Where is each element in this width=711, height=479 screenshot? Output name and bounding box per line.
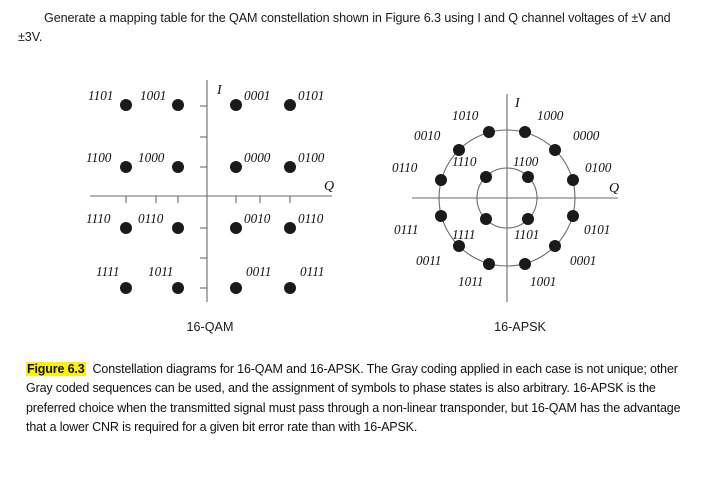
qam-point-label: 0010 <box>244 211 271 226</box>
apsk-point-label: 0011 <box>416 253 441 268</box>
apsk-point-label: 1100 <box>513 154 539 169</box>
apsk-point <box>549 144 561 156</box>
apsk-point <box>480 171 492 183</box>
apsk-point <box>483 258 495 270</box>
qam-point-label: 0110 <box>298 211 324 226</box>
qam-constellation-diagram: I Q 1101 1001 0001 0101 1100 1000 0000 0… <box>60 62 360 354</box>
apsk-point-label: 0101 <box>584 222 610 237</box>
qam-point-label: 0101 <box>298 88 324 103</box>
qam-point <box>172 282 184 294</box>
qam-q-axis-label: Q <box>324 179 334 194</box>
apsk-point <box>519 126 531 138</box>
qam-title: 16-QAM <box>186 320 234 334</box>
question-text: Generate a mapping table for the QAM con… <box>18 9 693 47</box>
qam-point-label: 1011 <box>148 264 173 279</box>
qam-point-label: 0100 <box>298 150 325 165</box>
qam-point-label: 1110 <box>86 211 111 226</box>
apsk-point <box>453 144 465 156</box>
apsk-title: 16-APSK <box>494 320 546 334</box>
qam-point-label: 0000 <box>244 150 271 165</box>
apsk-point <box>453 240 465 252</box>
apsk-point-label: 0100 <box>585 160 612 175</box>
qam-point-label: 1101 <box>88 88 113 103</box>
apsk-point-label: 0110 <box>392 160 418 175</box>
qam-point <box>120 99 132 111</box>
qam-point <box>230 161 242 173</box>
apsk-point <box>483 126 495 138</box>
apsk-plot: I Q 1100 1110 1111 1101 1000 0000 0100 0… <box>392 94 619 302</box>
qam-point <box>120 282 132 294</box>
qam-point <box>230 282 242 294</box>
apsk-point-label: 0001 <box>570 253 596 268</box>
qam-point-label: 0110 <box>138 211 164 226</box>
qam-point-label: 1100 <box>86 150 112 165</box>
qam-point <box>172 99 184 111</box>
qam-point-label: 0111 <box>300 264 324 279</box>
apsk-point-label: 1000 <box>537 108 564 123</box>
qam-point <box>284 222 296 234</box>
qam-point <box>284 99 296 111</box>
apsk-i-axis-label: I <box>514 96 521 111</box>
question-body: Generate a mapping table for the QAM con… <box>18 11 671 44</box>
qam-point <box>284 282 296 294</box>
question-block: Generate a mapping table for the QAM con… <box>0 0 711 47</box>
qam-point-label: 0011 <box>246 264 271 279</box>
qam-point <box>120 161 132 173</box>
apsk-point <box>480 213 492 225</box>
qam-point-label: 0001 <box>244 88 270 103</box>
qam-point <box>172 222 184 234</box>
qam-point <box>172 161 184 173</box>
apsk-inner-ring <box>476 167 538 229</box>
qam-point <box>120 222 132 234</box>
apsk-point-label: 1111 <box>452 227 475 242</box>
apsk-outer-ring <box>438 129 576 267</box>
qam-point <box>284 161 296 173</box>
apsk-point-label: 0111 <box>394 222 418 237</box>
apsk-point-label: 1010 <box>452 108 479 123</box>
apsk-constellation-diagram: I Q 1100 1110 1111 1101 1000 0000 0100 0… <box>370 62 670 354</box>
apsk-point <box>519 258 531 270</box>
figure-caption-text: Constellation diagrams for 16-QAM and 16… <box>26 362 681 435</box>
qam-i-axis-label: I <box>216 83 223 98</box>
apsk-point-label: 0000 <box>573 128 600 143</box>
apsk-point <box>435 210 447 222</box>
figure-number: Figure 6.3 <box>26 362 86 376</box>
apsk-point <box>435 174 447 186</box>
apsk-point-label: 0010 <box>414 128 441 143</box>
apsk-point-label: 1011 <box>458 274 483 289</box>
apsk-point <box>567 174 579 186</box>
qam-plot: I Q 1101 1001 0001 0101 1100 1000 0000 0… <box>86 80 334 302</box>
apsk-point <box>522 171 534 183</box>
apsk-point-label: 1001 <box>530 274 556 289</box>
qam-point <box>230 99 242 111</box>
apsk-point-label: 1101 <box>514 227 539 242</box>
apsk-q-axis-label: Q <box>609 181 619 196</box>
apsk-point-label: 1110 <box>452 154 477 169</box>
apsk-point <box>522 213 534 225</box>
qam-point-label: 1000 <box>138 150 165 165</box>
figure-area: I Q 1101 1001 0001 0101 1100 1000 0000 0… <box>0 62 711 354</box>
qam-point <box>230 222 242 234</box>
qam-point-label: 1001 <box>140 88 166 103</box>
apsk-point <box>567 210 579 222</box>
qam-point-label: 1111 <box>96 264 119 279</box>
apsk-point <box>549 240 561 252</box>
